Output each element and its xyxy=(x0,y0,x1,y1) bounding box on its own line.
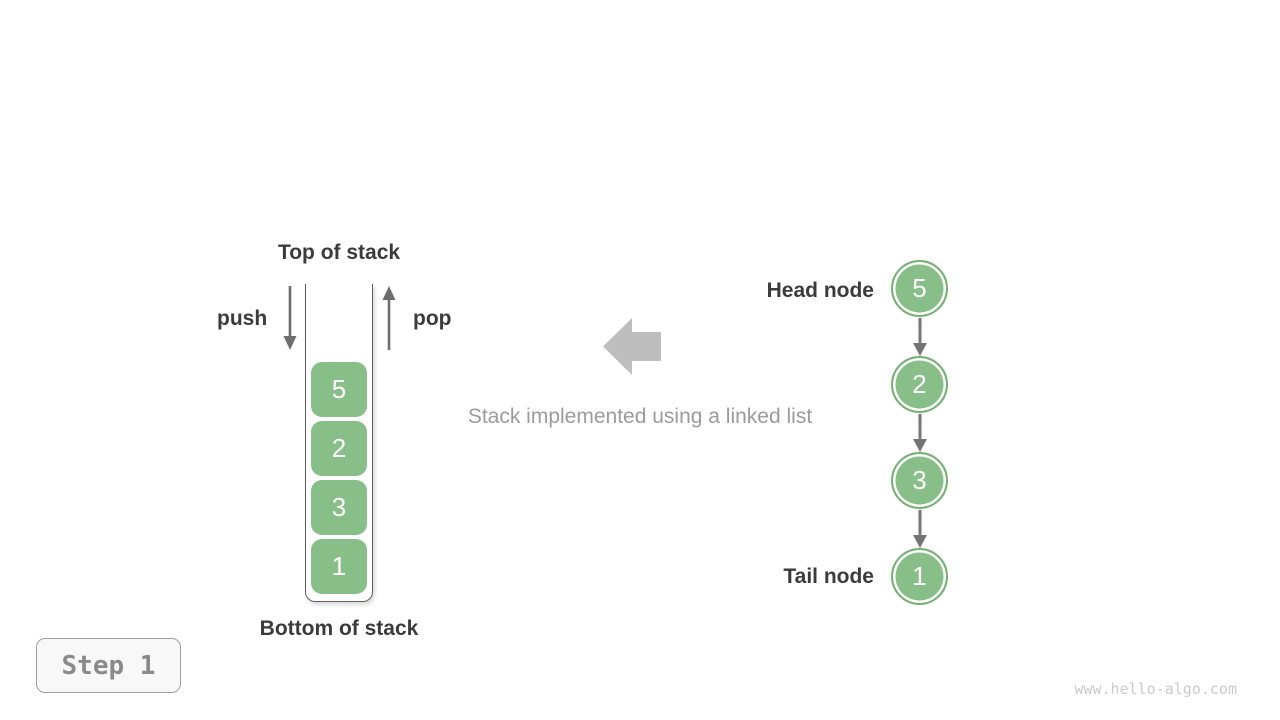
left-block-arrow-icon xyxy=(603,318,661,375)
stack-item: 5 xyxy=(311,362,367,417)
tail-node-label: Tail node xyxy=(783,565,874,588)
stack-item: 1 xyxy=(311,539,367,594)
watermark: www.hello-algo.com xyxy=(1074,680,1237,698)
linked-list-node: 2 xyxy=(891,356,948,413)
linked-list-node: 1 xyxy=(891,548,948,605)
stack-container xyxy=(305,284,373,602)
linked-list-arrow-icon xyxy=(913,318,927,356)
head-node-label: Head node xyxy=(766,279,874,302)
diagram-caption: Stack implemented using a linked list xyxy=(467,405,813,428)
stack-item: 2 xyxy=(311,421,367,476)
step-badge-label: Step 1 xyxy=(61,650,156,681)
push-label: push xyxy=(217,307,268,330)
pop-label: pop xyxy=(413,307,452,330)
stack-item: 3 xyxy=(311,480,367,535)
pop-arrow-icon xyxy=(382,286,396,350)
linked-list-node: 5 xyxy=(891,260,948,317)
push-arrow-icon xyxy=(283,286,297,350)
step-badge: Step 1 xyxy=(36,638,181,693)
bottom-of-stack-label: Bottom of stack xyxy=(259,617,419,640)
linked-list-arrow-icon xyxy=(913,414,927,452)
linked-list-node: 3 xyxy=(891,452,948,509)
linked-list-arrow-icon xyxy=(913,510,927,548)
top-of-stack-label: Top of stack xyxy=(277,241,401,264)
